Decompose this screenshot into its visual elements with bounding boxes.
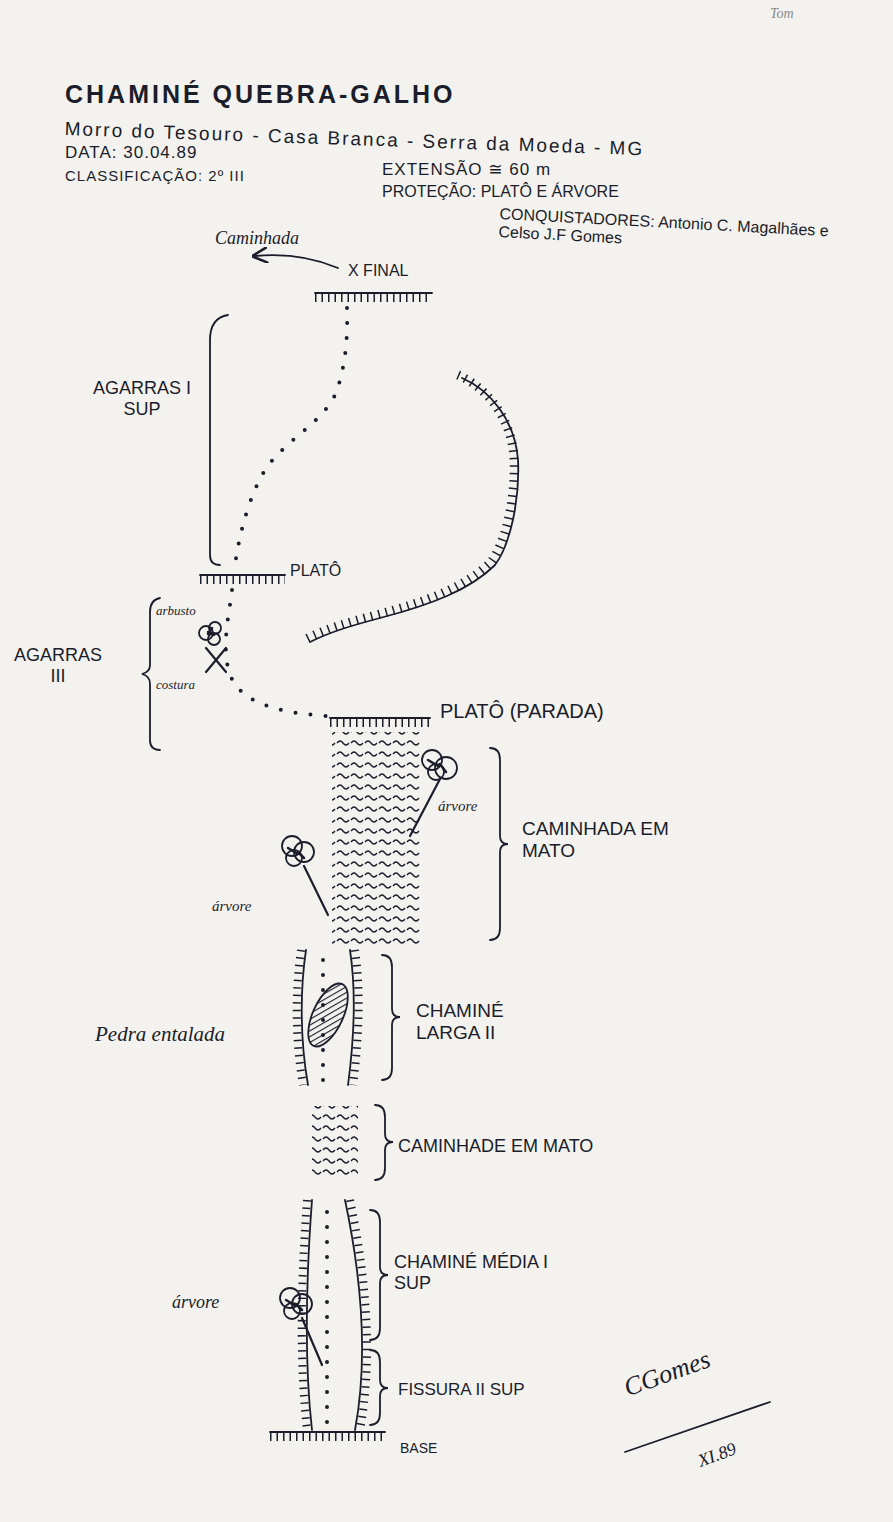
signature-date: XI.89 (695, 1438, 739, 1471)
grade-line: CLASSIFICAÇÃO: 2º III (65, 167, 245, 184)
section-label: CHAMINÉ MÉDIA I SUP (394, 1252, 569, 1293)
pencil-note: Tom (770, 6, 794, 22)
section-label: AGARRAS III (8, 645, 108, 686)
vegetation (312, 1106, 358, 1180)
tree-label: árvore (438, 798, 477, 815)
ledge (330, 717, 430, 719)
length-line: EXTENSÃO ≅ 60 m (382, 160, 551, 180)
cliff-hatch (306, 375, 514, 639)
bracket (490, 748, 508, 940)
chimney-wall (348, 950, 354, 1085)
ledge (315, 292, 432, 294)
vegetation (332, 732, 420, 944)
walk-arrow (255, 255, 338, 268)
shrub-label: arbusto (156, 604, 196, 619)
section-label: AGARRAS I SUP (92, 378, 192, 419)
tree (282, 836, 328, 915)
base-label: BASE (400, 1440, 437, 1456)
first-ascent-line: CONQUISTADORES: Antonio C. Magalhães e C… (498, 205, 844, 260)
bracket (370, 1350, 388, 1425)
bracket (210, 315, 228, 565)
belay-label: PLATÔ (PARADA) (440, 700, 604, 723)
bracket (370, 1210, 388, 1340)
signature: CGomes (620, 1344, 714, 1403)
date-line: DATA: 30.04.89 (65, 143, 197, 163)
finish-label: X FINAL (348, 262, 408, 280)
bracket (375, 1105, 393, 1180)
section-label: CHAMINÉ LARGA II (416, 1000, 546, 1044)
wall-hatch (353, 950, 359, 1085)
protection-line: PROTEÇÃO: PLATÔ E ÁRVORE (382, 183, 619, 201)
ledge (270, 1431, 385, 1433)
bracket (142, 598, 160, 750)
ledge-hatch (330, 719, 430, 727)
tree (410, 750, 457, 836)
ledge-hatch (200, 576, 285, 584)
chimney-wall (345, 1200, 362, 1430)
ledge-hatch (315, 294, 432, 302)
section-label: FISSURA II SUP (398, 1380, 525, 1400)
signature-line (625, 1402, 770, 1452)
route-title: CHAMINÉ QUEBRA-GALHO (65, 80, 456, 109)
ledge (200, 574, 285, 576)
ledge-label: PLATÔ (290, 562, 341, 580)
wall-hatch (350, 1200, 367, 1430)
wall-hatch (302, 1200, 307, 1430)
route-dots (226, 308, 347, 1425)
section-label: CAMINHADE EM MATO (398, 1136, 593, 1157)
sling-label: costura (156, 678, 195, 693)
chockstone-label: Pedra entalada (95, 1022, 225, 1046)
ledge-hatch (270, 1433, 385, 1441)
bracket (382, 955, 400, 1080)
shrub (199, 622, 221, 645)
section-label: CAMINHADA EM MATO (522, 818, 672, 862)
tree (280, 1288, 322, 1365)
tree-label: árvore (212, 898, 251, 915)
sling (206, 648, 226, 672)
wall-hatch (297, 950, 303, 1085)
chimney-wall (302, 950, 308, 1085)
tree-label: árvore (172, 1292, 219, 1313)
chockstone (300, 978, 356, 1052)
walk-label: Caminhada (215, 228, 299, 249)
